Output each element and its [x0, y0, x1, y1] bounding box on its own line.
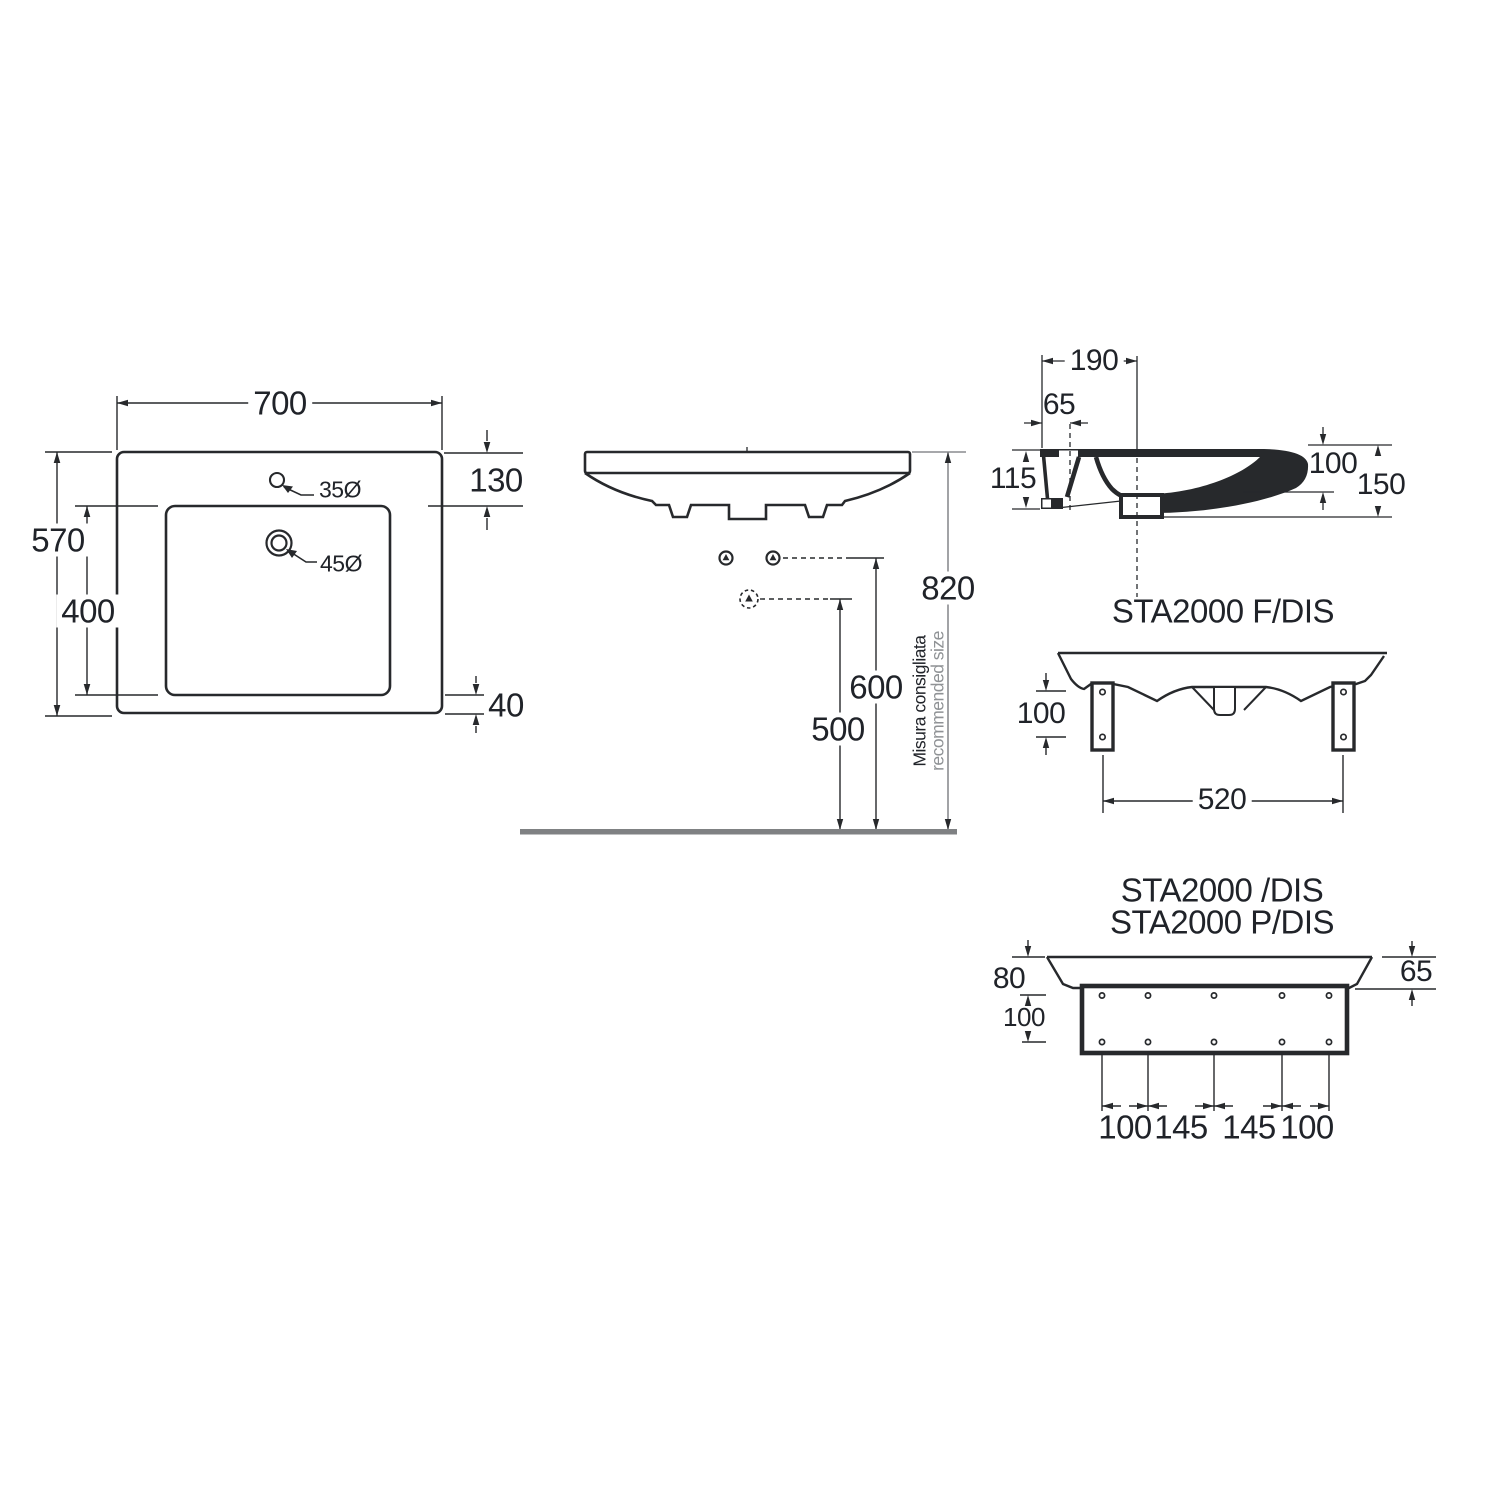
- label-tap-hole-diameter: 35Ø: [319, 476, 361, 503]
- plate-view-title-1: STA2000 /DIS: [1120, 871, 1324, 909]
- dim-front-fixing-height: 600: [844, 670, 908, 704]
- tap-hole: [268, 471, 286, 489]
- dim-plate-edge-height: 65: [1399, 955, 1433, 988]
- note-recommended-size-en: recommended size: [927, 631, 948, 771]
- dim-section-back-height: 115: [989, 462, 1037, 495]
- dim-hole-spacing-1: 100: [1098, 1108, 1152, 1146]
- section-drain-box: [1119, 493, 1164, 519]
- drain-position-icon: [739, 589, 759, 609]
- dim-plate-height: 100: [1003, 1002, 1045, 1032]
- wall-bracket-right: [1331, 681, 1356, 752]
- mounting-plate: [1079, 983, 1350, 1056]
- plate-view-title-2: STA2000 P/DIS: [1109, 903, 1335, 941]
- dim-hole-spacing-2: 145: [1154, 1108, 1208, 1146]
- front-view-820-dimension: [912, 451, 966, 830]
- dim-hole-spacing-3: 145: [1222, 1108, 1276, 1146]
- plan-view-arrowheads: [53, 399, 491, 725]
- dim-plan-tap-offset: 130: [469, 461, 523, 499]
- dim-section-inner-depth: 100: [1308, 447, 1358, 480]
- dim-section-rim-depth: 190: [1064, 346, 1124, 376]
- plate-view-arrowheads: [1024, 946, 1416, 1110]
- section-view-basin: [1040, 449, 1309, 519]
- dim-plate-rim-height: 80: [992, 962, 1026, 995]
- note-recommended-size-it: Misura consigliata: [909, 635, 930, 767]
- dim-hole-spacing-4: 100: [1280, 1108, 1334, 1146]
- section-view-arrowheads: [1022, 357, 1382, 517]
- drain-hole-outer: [265, 529, 293, 557]
- wall-bracket-left: [1090, 681, 1115, 752]
- dim-section-overall-height: 150: [1356, 468, 1406, 501]
- dim-bracket-spacing: 520: [1192, 785, 1252, 815]
- dim-plan-overall-width: 700: [248, 386, 312, 420]
- drain-hole-inner: [270, 534, 288, 552]
- dim-plan-overall-depth: 570: [26, 523, 90, 557]
- fixing-screw-icon: [718, 550, 734, 566]
- front-view-arrowheads: [836, 452, 952, 830]
- dim-section-tap-to-wall: 65: [1042, 388, 1076, 421]
- bracket-view-dimensions: [1036, 673, 1344, 813]
- label-drain-diameter: 45Ø: [320, 550, 362, 577]
- bracket-view-title: STA2000 F/DIS: [1111, 592, 1335, 630]
- dim-bracket-height: 100: [1016, 697, 1066, 730]
- bracket-view-basin: [1056, 651, 1387, 752]
- floor-line: [520, 829, 957, 835]
- fixing-screw-icon: [765, 550, 781, 566]
- plate-view-basin: [1045, 955, 1374, 1056]
- dim-front-drain-height: 500: [806, 712, 870, 746]
- plan-view-basin-outline: [115, 450, 444, 715]
- dim-plan-front-offset: 40: [488, 686, 524, 724]
- bracket-view-arrowheads: [1042, 680, 1343, 805]
- dim-plan-bowl-depth: 400: [56, 594, 120, 628]
- front-view-symbol-triangles: [722, 554, 777, 602]
- front-view-basin: [583, 447, 912, 609]
- dim-front-rim-height: 820: [916, 571, 980, 605]
